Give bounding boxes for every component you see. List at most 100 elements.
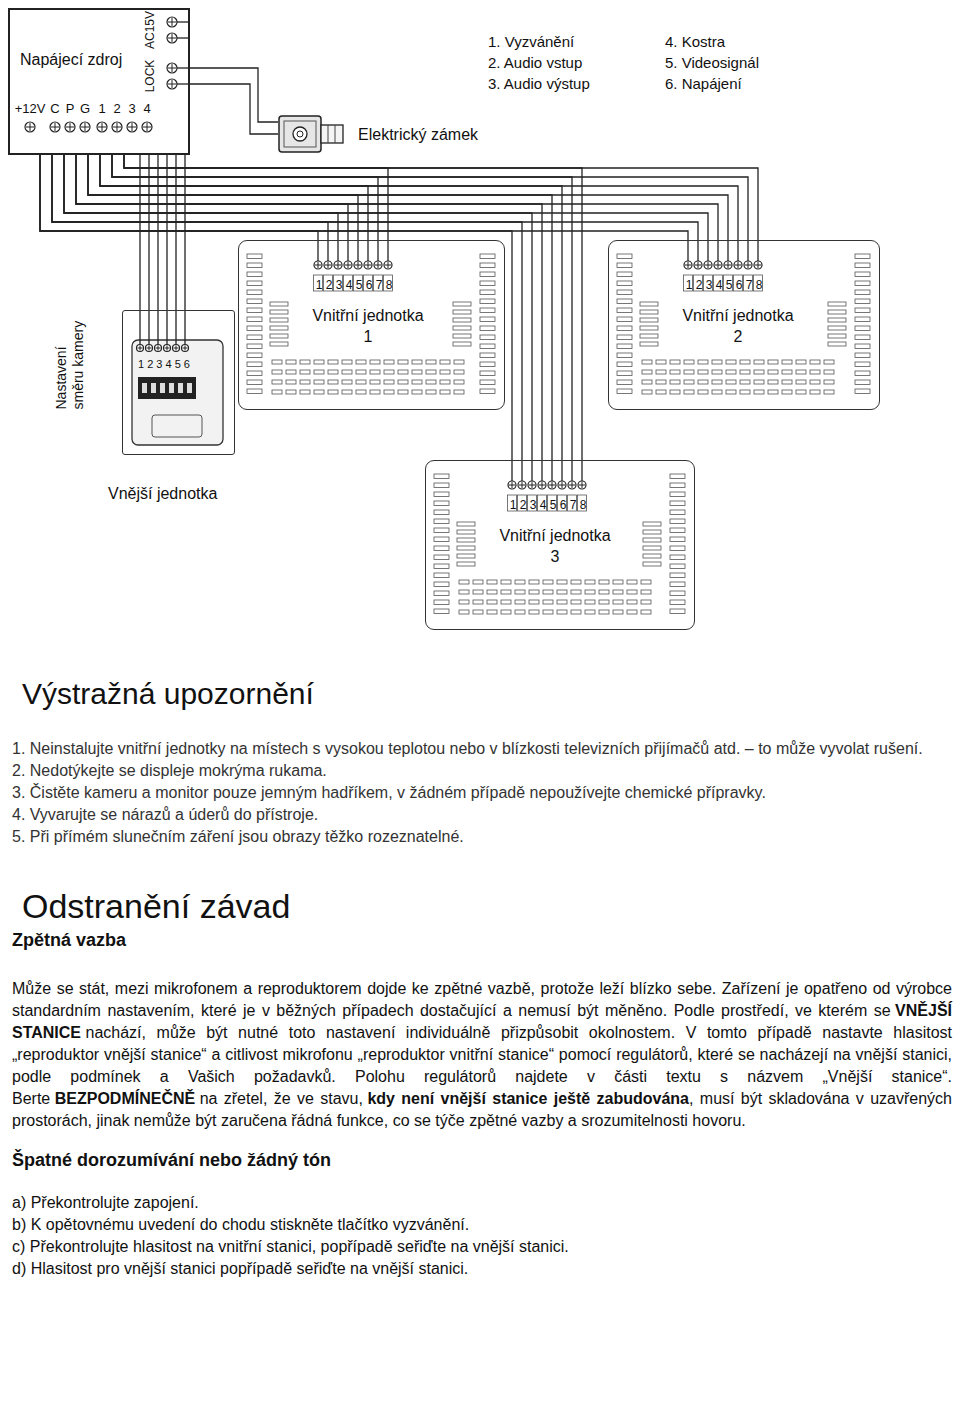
panel-detail xyxy=(640,334,658,338)
terminal-lead xyxy=(511,460,512,481)
terminal-ring xyxy=(182,345,189,352)
legend-item: 4. Kostra xyxy=(665,33,725,51)
panel-detail xyxy=(617,389,632,394)
panel-detail xyxy=(855,326,870,331)
terminal-cross xyxy=(522,482,523,488)
wire xyxy=(190,84,278,134)
panel-detail xyxy=(740,370,750,374)
panel-detail xyxy=(698,360,708,364)
panel-detail xyxy=(855,362,870,367)
screw-terminal xyxy=(528,481,536,489)
panel-detail xyxy=(515,590,525,594)
panel-detail xyxy=(754,380,764,384)
lock-body xyxy=(279,116,321,152)
terminal-lead xyxy=(521,460,522,481)
panel-detail xyxy=(617,272,632,277)
screw-terminal xyxy=(724,261,732,269)
panel-detail xyxy=(768,370,778,374)
panel-detail xyxy=(480,272,495,277)
screw-terminal xyxy=(694,261,702,269)
terminal-ring xyxy=(704,261,712,269)
panel-detail xyxy=(328,390,338,394)
panel-detail xyxy=(247,308,262,313)
panel-detail xyxy=(328,380,338,384)
terminal-ring xyxy=(578,481,586,489)
panel-detail xyxy=(768,390,778,394)
panel-detail xyxy=(627,590,637,594)
screw-terminal xyxy=(167,17,177,27)
panel-detail xyxy=(824,360,834,364)
connector-slot xyxy=(169,383,174,393)
panel-detail xyxy=(855,389,870,394)
panel-detail xyxy=(543,610,553,614)
emphasis-text: kdy není vnější stanice ještě zabudována xyxy=(367,1090,689,1107)
wire xyxy=(100,155,562,460)
terminal-cross xyxy=(102,123,103,131)
panel-detail xyxy=(571,590,581,594)
panel-detail xyxy=(272,390,282,394)
panel-detail xyxy=(247,380,262,385)
terminal-ring xyxy=(324,261,332,269)
panel-detail xyxy=(670,483,685,488)
screw-terminal xyxy=(374,261,382,269)
unit-label: Vnější jednotka xyxy=(108,484,217,504)
terminal-cross xyxy=(167,346,168,351)
terminal-cross xyxy=(132,123,133,131)
panel-detail xyxy=(643,554,661,558)
terminal-cross xyxy=(698,262,699,268)
panel-detail xyxy=(627,600,637,604)
panel-detail xyxy=(286,380,296,384)
panel-detail xyxy=(272,360,282,364)
terminal-lead xyxy=(347,240,348,261)
screw-terminal xyxy=(173,345,180,352)
panel-detail xyxy=(543,600,553,604)
wire xyxy=(139,155,140,310)
panel-detail xyxy=(796,390,806,394)
panel-detail xyxy=(300,380,310,384)
terminal-cross xyxy=(338,262,339,268)
panel-detail xyxy=(398,360,408,364)
panel-detail xyxy=(642,390,652,394)
terminal-ring xyxy=(734,261,742,269)
terminal-lead xyxy=(697,240,698,261)
connector-slot xyxy=(187,383,192,393)
lock-plate xyxy=(284,121,316,147)
panel-detail xyxy=(480,308,495,313)
terminal-ring xyxy=(744,261,752,269)
screw-terminal xyxy=(112,122,122,132)
panel-detail xyxy=(270,342,288,346)
troubleshooting-step: d) Hlasitost pro vnější stanici popřípad… xyxy=(12,1258,952,1280)
panel-detail xyxy=(286,390,296,394)
panel-detail xyxy=(247,281,262,286)
panel-detail xyxy=(810,380,820,384)
terminal-ring xyxy=(167,17,177,27)
panel-detail xyxy=(670,546,685,551)
terminal-cross xyxy=(582,482,583,488)
screw-terminal xyxy=(65,122,75,132)
panel-detail xyxy=(855,281,870,286)
wire xyxy=(112,155,572,460)
panel-detail xyxy=(643,562,661,566)
panel-detail xyxy=(754,370,764,374)
panel-detail xyxy=(487,610,497,614)
panel-detail xyxy=(473,610,483,614)
terminal-lead xyxy=(357,240,358,261)
terminal-ring xyxy=(518,481,526,489)
wire xyxy=(124,155,582,460)
lock-symbol xyxy=(278,112,350,158)
panel-detail xyxy=(457,530,475,534)
panel-detail xyxy=(642,360,652,364)
screw-terminal xyxy=(127,122,137,132)
panel-detail xyxy=(480,362,495,367)
wire xyxy=(190,68,278,122)
screw-terminal xyxy=(137,345,144,352)
panel-detail xyxy=(356,360,366,364)
panel-detail xyxy=(247,362,262,367)
panel-detail xyxy=(459,610,469,614)
terminal-ring xyxy=(754,261,762,269)
terminal-lead xyxy=(327,240,328,261)
panel-detail xyxy=(454,380,464,384)
terminal-label: G xyxy=(80,101,90,117)
panel-detail xyxy=(300,390,310,394)
panel-detail xyxy=(434,483,449,488)
